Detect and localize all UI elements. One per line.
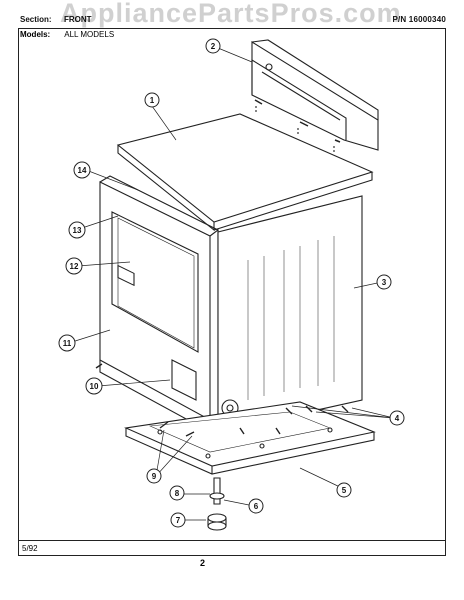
section-value: FRONT	[64, 15, 92, 24]
svg-text:6: 6	[254, 502, 259, 511]
svg-text:3: 3	[382, 278, 387, 287]
front-panel	[99, 175, 220, 433]
svg-text:10: 10	[90, 382, 99, 391]
callout-8: 8	[169, 485, 185, 501]
svg-text:14: 14	[78, 166, 87, 175]
svg-text:9: 9	[152, 472, 157, 481]
diagram-frame	[18, 28, 446, 556]
callout-11: 11	[58, 334, 76, 352]
svg-text:13: 13	[73, 226, 82, 235]
callout-4: 4	[389, 410, 405, 426]
control-console	[251, 39, 379, 154]
models-label: Models:	[20, 30, 51, 39]
part-number: P/N 16000340	[392, 15, 446, 24]
svg-text:12: 12	[70, 262, 79, 271]
footer-divider	[18, 540, 446, 541]
svg-text:2: 2	[211, 42, 216, 51]
callout-12: 12	[65, 257, 83, 275]
callouts: 1 2 3 4 5 6 7 8 9 10 11 12 13 14	[58, 38, 405, 528]
models-row: Models: ALL MODELS	[20, 30, 114, 39]
cabinet	[217, 195, 363, 433]
svg-text:11: 11	[63, 339, 72, 348]
base-frame	[124, 401, 376, 475]
page-number: 2	[200, 558, 206, 568]
svg-text:4: 4	[395, 414, 400, 423]
top-lid	[116, 113, 374, 232]
screws	[95, 363, 349, 437]
section-label: Section:	[20, 15, 52, 24]
callout-10: 10	[85, 377, 103, 395]
header: Section: FRONT P/N 16000340	[18, 12, 446, 28]
callout-13: 13	[68, 221, 86, 239]
svg-text:1: 1	[150, 96, 155, 105]
svg-text:5: 5	[342, 486, 347, 495]
callout-9: 9	[146, 468, 162, 484]
svg-text:7: 7	[176, 516, 181, 525]
callout-3: 3	[376, 274, 392, 290]
revision-date: 5/92	[22, 544, 38, 553]
callout-2: 2	[205, 38, 221, 54]
callout-5: 5	[336, 482, 352, 498]
watermark: AppliancePartsPros.com	[60, 0, 402, 28]
callout-7: 7	[170, 512, 186, 528]
callout-6: 6	[248, 498, 264, 514]
callout-1: 1	[144, 92, 160, 108]
callout-14: 14	[73, 161, 91, 179]
leveling-leg	[207, 477, 227, 531]
svg-text:8: 8	[175, 489, 180, 498]
models-value: ALL MODELS	[64, 30, 115, 39]
